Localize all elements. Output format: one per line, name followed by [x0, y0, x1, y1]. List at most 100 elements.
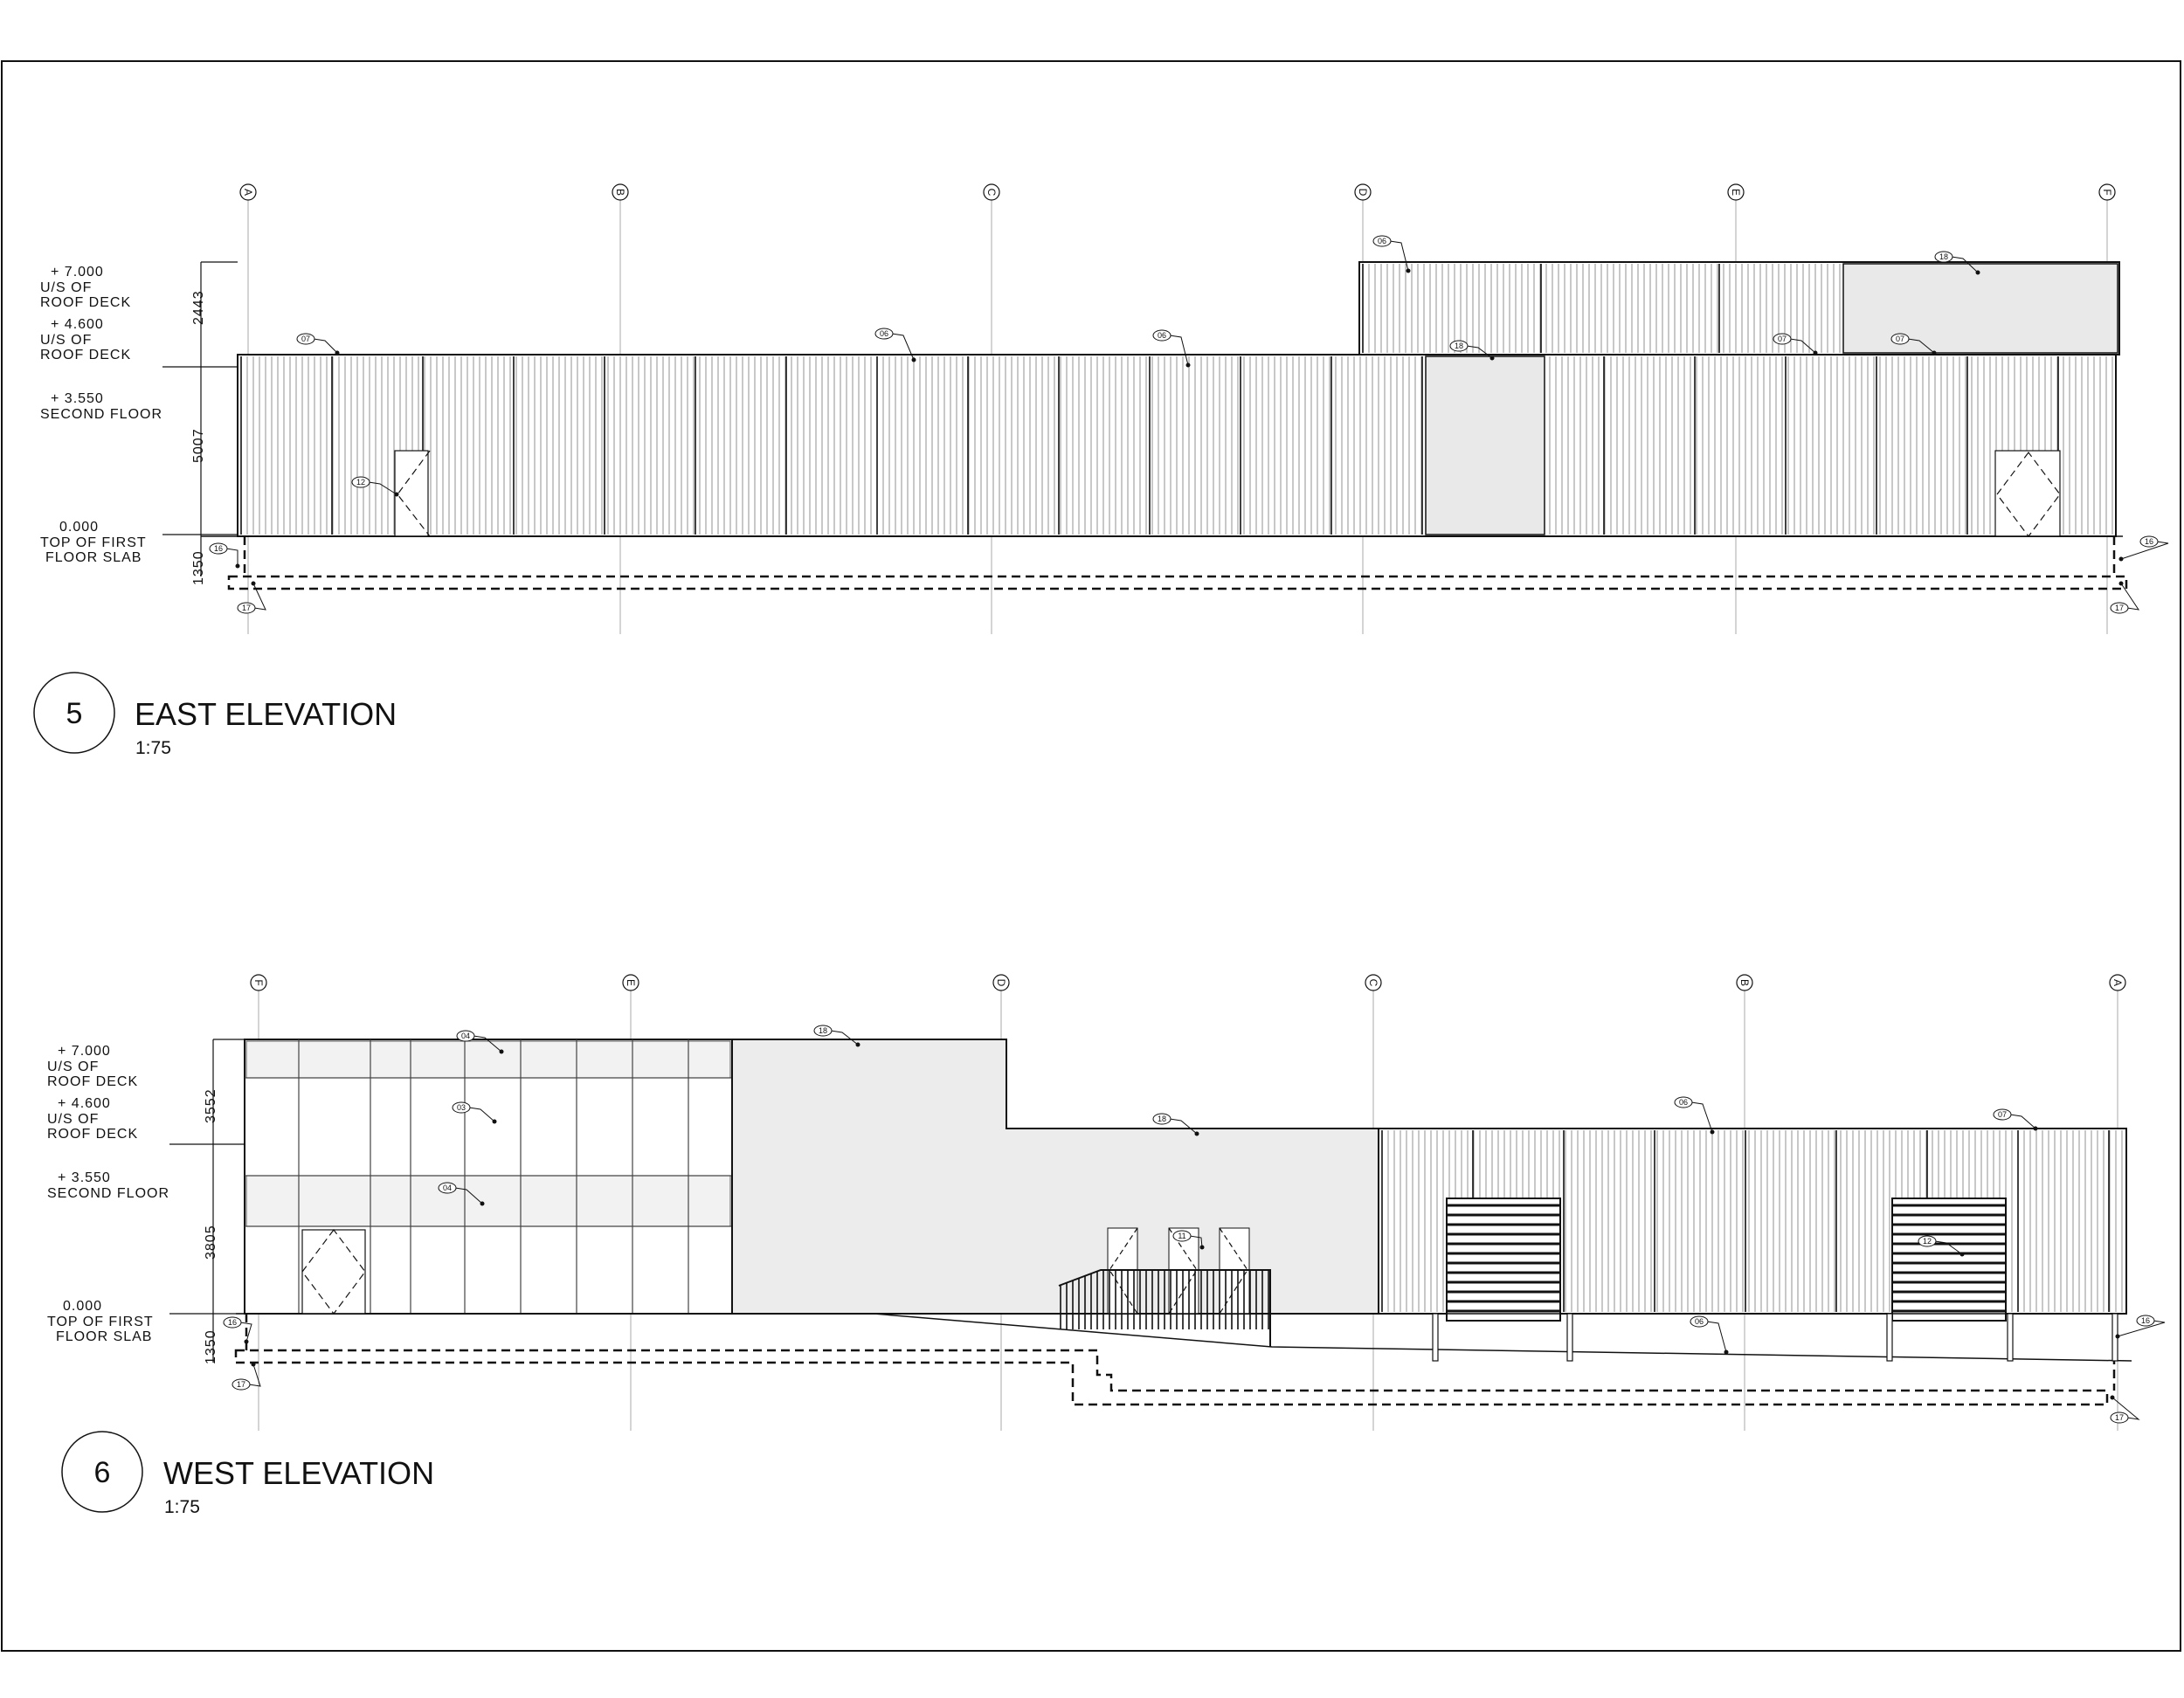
east-level-4600-line1: U/S OF	[40, 333, 92, 348]
east-grid-label-d: D	[1357, 189, 1369, 197]
east-level-7000-value: + 7.000	[51, 265, 104, 280]
east-tag-06	[1152, 329, 1171, 342]
east-tag-17	[2110, 602, 2129, 614]
west-door-left	[301, 1229, 366, 1315]
west-tag-leader	[1189, 1235, 1203, 1248]
west-tag-06	[1690, 1315, 1709, 1328]
west-grid-bubble-f	[250, 974, 267, 991]
east-drawing-number: 5	[66, 697, 83, 730]
east-level-3550-value: + 3.550	[51, 391, 104, 406]
west-tag-leader	[454, 1187, 483, 1204]
east-dim-1350: 1350	[191, 550, 206, 585]
west-tag-point	[499, 1049, 504, 1054]
east-tag-label: 07	[1778, 335, 1787, 343]
east-tag-label: 07	[301, 335, 310, 343]
west-level-3550-line1: SECOND FLOOR	[47, 1186, 169, 1201]
east-grid-label-b: B	[614, 189, 626, 196]
west-spandrel-top	[245, 1040, 731, 1079]
west-tag-point	[1194, 1131, 1199, 1136]
east-tag-leader	[1169, 335, 1189, 366]
west-tag-point	[1959, 1252, 1965, 1257]
east-tag-06	[1372, 235, 1392, 247]
west-curtain-wall	[244, 1039, 733, 1315]
west-scale: 1:75	[164, 1497, 200, 1517]
west-dim-1350: 1350	[204, 1329, 218, 1364]
east-tag-label: 16	[2145, 537, 2153, 546]
east-grid-bubble-c	[983, 183, 1000, 201]
west-tag-label: 17	[2115, 1413, 2124, 1422]
west-tag-label: 12	[1923, 1237, 1932, 1246]
east-tag-leader	[1466, 345, 1493, 359]
east-tag-label: 17	[242, 604, 251, 612]
west-tag-leader	[473, 1035, 502, 1053]
east-tag-label: 17	[2115, 604, 2124, 612]
east-brick-panel-lower	[1425, 355, 1545, 535]
east-grid-label-c: C	[985, 189, 998, 197]
east-level-7000-line1: U/S OF	[40, 280, 92, 295]
east-tag-point	[251, 581, 256, 586]
east-tag-leader	[1907, 338, 1935, 354]
east-tag-18	[1934, 251, 1953, 263]
west-tag-leader	[1934, 1240, 1963, 1255]
west-tag-leader	[1690, 1101, 1713, 1133]
west-footing	[234, 1349, 2109, 1406]
west-level-4600-line1: U/S OF	[47, 1112, 99, 1127]
west-tag-point	[1724, 1349, 1729, 1355]
east-level-7000-line2: ROOF DECK	[40, 295, 131, 310]
west-tag-leader	[2117, 1320, 2166, 1337]
west-tag-label: 06	[1695, 1317, 1704, 1326]
east-level-0000-line2: FLOOR SLAB	[45, 550, 142, 565]
east-tag-leader	[252, 583, 266, 611]
east-grid-bubble-f	[2098, 183, 2116, 201]
west-level-7000-line1: U/S OF	[47, 1060, 99, 1074]
west-tag-label: 16	[2141, 1316, 2150, 1325]
west-tag-leader	[239, 1322, 252, 1343]
west-grid-bubble-a	[2109, 974, 2126, 991]
east-tag-point	[1406, 268, 1411, 273]
west-tag-point	[244, 1339, 249, 1344]
west-tag-point	[2033, 1126, 2038, 1131]
east-scale: 1:75	[135, 738, 171, 758]
west-tag-18	[1152, 1113, 1171, 1125]
east-grid-bubble-d	[1354, 183, 1372, 201]
east-level-3550-line1: SECOND FLOOR	[40, 407, 162, 422]
east-tag-label: 06	[1158, 331, 1166, 340]
west-spandrel-mid	[245, 1175, 731, 1227]
west-tag-07	[1993, 1108, 2012, 1121]
west-tag-label: 03	[457, 1103, 466, 1112]
west-level-4600-line2: ROOF DECK	[47, 1127, 138, 1142]
west-tag-label: 11	[1178, 1232, 1185, 1240]
east-tag-point	[335, 350, 340, 355]
west-brick-wall	[731, 1039, 1379, 1315]
east-door-right	[1994, 450, 2061, 537]
west-tag-label: 18	[819, 1026, 827, 1035]
east-tag-leader	[368, 481, 397, 495]
west-tag-17	[232, 1378, 251, 1391]
west-grid-label-c: C	[1367, 979, 1379, 987]
east-level-0000-value: 0.000	[59, 520, 99, 535]
west-tag-04	[456, 1030, 475, 1042]
west-tag-point	[2110, 1395, 2115, 1400]
west-title: WEST ELEVATION	[163, 1455, 434, 1491]
east-level-4600-line2: ROOF DECK	[40, 348, 131, 362]
west-grid-label-a: A	[2111, 979, 2124, 986]
west-level-7000-line2: ROOF DECK	[47, 1074, 138, 1089]
west-louvres	[1446, 1198, 2007, 1322]
east-tag-point	[1185, 362, 1191, 368]
east-door-left	[394, 450, 431, 537]
west-tag-leader	[468, 1107, 495, 1122]
west-tag-point	[1199, 1245, 1205, 1250]
east-level-labels: + 7.000 U/S OF ROOF DECK + 4.600 U/S OF …	[40, 265, 162, 565]
east-tag-point	[1932, 350, 1937, 355]
west-tag-leader	[1169, 1118, 1198, 1135]
east-level-4600-value: + 4.600	[51, 317, 104, 332]
west-tag-16	[223, 1316, 242, 1329]
east-tag-point	[235, 563, 240, 569]
east-level-lines	[162, 261, 238, 576]
west-tag-label: 06	[1679, 1098, 1688, 1107]
west-grid-label-b: B	[1738, 979, 1751, 986]
east-tag-label: 18	[1455, 342, 1463, 350]
